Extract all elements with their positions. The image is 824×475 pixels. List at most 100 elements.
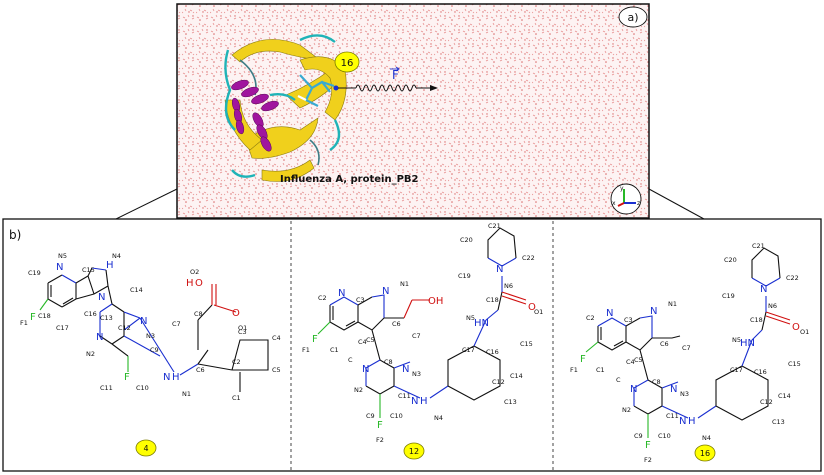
- svg-text:N: N: [402, 364, 409, 375]
- svg-text:C17: C17: [730, 366, 743, 374]
- svg-text:C7: C7: [172, 320, 181, 328]
- svg-text:C16: C16: [486, 348, 499, 356]
- pull-atom: [333, 85, 339, 91]
- svg-text:N1: N1: [668, 300, 677, 308]
- protein-structure: [224, 34, 347, 182]
- svg-text:C14: C14: [510, 372, 523, 380]
- panel-b-label: b): [9, 228, 21, 242]
- svg-text:H: H: [186, 278, 194, 289]
- svg-text:C18: C18: [486, 296, 499, 304]
- svg-text:C6: C6: [660, 340, 669, 348]
- svg-text:N5: N5: [466, 314, 475, 322]
- svg-text:N1: N1: [182, 390, 191, 398]
- svg-text:N6: N6: [768, 302, 777, 310]
- panel-a-label: a): [627, 11, 638, 24]
- svg-text:N: N: [411, 396, 418, 407]
- svg-text:C17: C17: [56, 324, 69, 332]
- panel-a: 16 F Influenza A, protein_PB2 a) y z x: [176, 3, 650, 219]
- svg-text:x: x: [612, 200, 616, 207]
- svg-text:H: H: [688, 416, 696, 427]
- svg-text:C16: C16: [754, 368, 767, 376]
- svg-text:F: F: [30, 312, 36, 323]
- svg-text:N: N: [630, 384, 637, 395]
- svg-text:C8: C8: [384, 358, 393, 366]
- svg-text:N: N: [140, 316, 147, 327]
- compound-16: N N N N H N HN N O F F C3 N1 C2 C6 C1 C4…: [570, 242, 809, 464]
- svg-text:C11: C11: [666, 412, 679, 420]
- compound-16-label: 16: [700, 449, 710, 458]
- svg-text:N: N: [670, 384, 677, 395]
- svg-text:C12: C12: [118, 324, 131, 332]
- svg-text:C19: C19: [722, 292, 735, 300]
- svg-text:N: N: [338, 288, 345, 299]
- svg-text:y: y: [620, 185, 624, 192]
- svg-text:C18: C18: [750, 316, 763, 324]
- svg-text:O: O: [195, 278, 203, 289]
- svg-text:C11: C11: [398, 392, 411, 400]
- svg-text:C2: C2: [232, 358, 241, 366]
- svg-text:F1: F1: [20, 319, 28, 327]
- svg-text:N4: N4: [434, 414, 443, 422]
- water-box: [176, 3, 650, 219]
- svg-text:C10: C10: [390, 412, 403, 420]
- svg-text:N: N: [650, 306, 657, 317]
- svg-text:F: F: [645, 440, 651, 451]
- svg-text:C20: C20: [724, 256, 737, 264]
- svg-text:C: C: [616, 376, 621, 384]
- svg-text:C10: C10: [658, 432, 671, 440]
- svg-text:C14: C14: [130, 286, 143, 294]
- svg-text:N6: N6: [504, 282, 513, 290]
- svg-text:C15: C15: [82, 266, 95, 274]
- svg-text:N: N: [56, 262, 63, 273]
- svg-text:F1: F1: [302, 346, 310, 354]
- svg-text:N2: N2: [622, 406, 631, 414]
- svg-text:C7: C7: [682, 344, 691, 352]
- svg-text:C4: C4: [272, 334, 281, 342]
- svg-text:N4: N4: [112, 252, 121, 260]
- svg-text:H: H: [420, 396, 428, 407]
- svg-text:N2: N2: [86, 350, 95, 358]
- svg-text:O2: O2: [190, 268, 199, 276]
- svg-text:N: N: [760, 284, 767, 295]
- svg-text:C13: C13: [504, 398, 517, 406]
- ligand-badge: [334, 51, 360, 73]
- svg-text:N: N: [96, 332, 103, 343]
- svg-text:HN: HN: [740, 338, 755, 349]
- svg-text:N4: N4: [702, 434, 711, 442]
- svg-text:C21: C21: [752, 242, 765, 250]
- panel-b: b): [2, 218, 822, 472]
- svg-text:C8: C8: [194, 310, 203, 318]
- svg-text:C11: C11: [100, 384, 113, 392]
- svg-text:F: F: [580, 354, 586, 365]
- svg-text:N3: N3: [680, 390, 689, 398]
- svg-text:C9: C9: [634, 432, 643, 440]
- svg-text:C4: C4: [358, 338, 367, 346]
- svg-text:N: N: [496, 264, 503, 275]
- svg-text:C22: C22: [786, 274, 799, 282]
- svg-text:O1: O1: [238, 324, 247, 332]
- svg-text:C19: C19: [28, 269, 41, 277]
- svg-text:C4: C4: [626, 358, 635, 366]
- svg-text:F: F: [312, 334, 318, 345]
- svg-text:N3: N3: [412, 370, 421, 378]
- svg-text:C19: C19: [458, 272, 471, 280]
- svg-text:C6: C6: [392, 320, 401, 328]
- compound-4-label: 4: [143, 444, 148, 453]
- svg-text:C13: C13: [772, 418, 785, 426]
- svg-text:N5: N5: [58, 252, 67, 260]
- zoom-line-left: [115, 188, 178, 220]
- svg-text:C12: C12: [492, 378, 505, 386]
- svg-text:N2: N2: [354, 386, 363, 394]
- svg-text:H: H: [106, 260, 114, 271]
- svg-text:C12: C12: [760, 398, 773, 406]
- svg-text:C21: C21: [488, 222, 501, 230]
- svg-text:O: O: [232, 308, 240, 319]
- svg-text:C1: C1: [330, 346, 339, 354]
- svg-text:C1: C1: [232, 394, 241, 402]
- svg-text:O1: O1: [800, 328, 809, 336]
- svg-text:C2: C2: [318, 294, 327, 302]
- compound-4: N H N N N H N H O O F F N5 N4 C19 C15 C1…: [20, 252, 281, 457]
- svg-text:N5: N5: [732, 336, 741, 344]
- svg-text:C18: C18: [38, 312, 51, 320]
- svg-text:C3: C3: [624, 316, 633, 324]
